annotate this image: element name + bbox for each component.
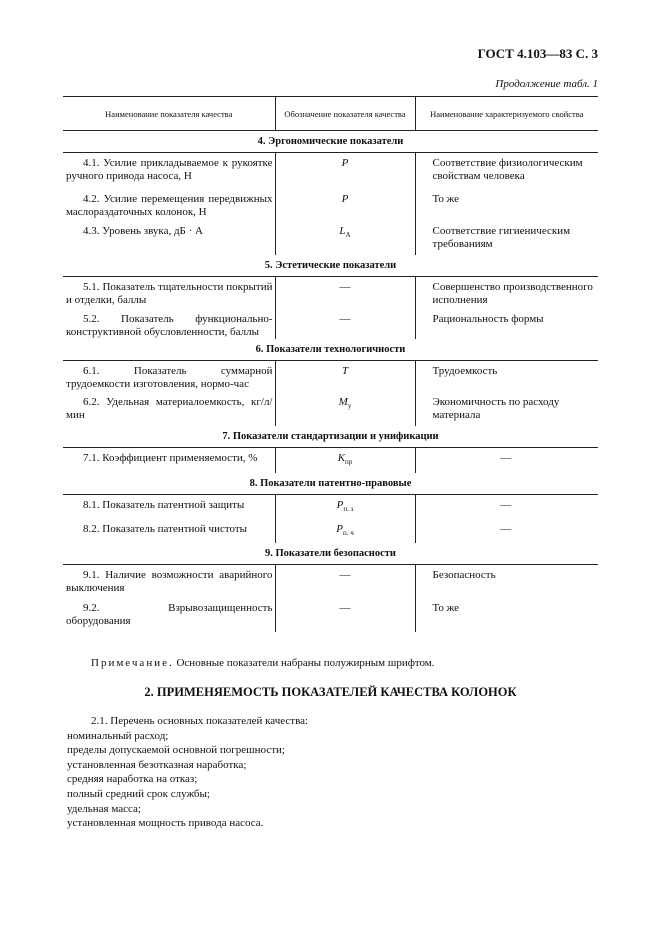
note-text: Основные показатели набраны полужирным ш…: [173, 657, 435, 669]
table-note: Примечание. Основные показатели набраны …: [91, 657, 435, 669]
list-intro: 2.1. Перечень основных показателей качес…: [91, 715, 309, 727]
indicator-symbol: LA: [274, 220, 416, 255]
indicator-symbol: Kпр: [274, 447, 416, 473]
characterized-property: —: [500, 499, 512, 511]
indicator-name: 8.2. Показатель патентной чистоты: [83, 522, 248, 535]
symbol-main: —: [339, 313, 351, 325]
section-header-row: 4. Эргономические показатели: [63, 130, 598, 153]
symbol-main: L: [339, 224, 346, 237]
symbol-main: M: [338, 395, 348, 408]
section-header-row: 8. Показатели патентно-правовые: [63, 473, 598, 495]
characterized-property: Экономичность по расходу материала: [432, 395, 560, 421]
table-row: 4.3. Уровень звука, дБ · А LA Соответствие…: [63, 220, 598, 255]
indicator-list: 2.1. Перечень основных показателей качес…: [67, 714, 309, 831]
section-2-title: 2. ПРИМЕНЯЕМОСТЬ ПОКАЗАТЕЛЕЙ КАЧЕСТВА КО…: [144, 685, 517, 699]
indicator-name: 5.1. Показатель тщательности покрытий и …: [66, 280, 273, 306]
column-header-property: Наименование характеризуемого свойства: [414, 96, 598, 131]
section-title: 6. Показатели технологичности: [63, 339, 598, 361]
characterized-property: Соответствие физиологическим свойствам ч…: [432, 157, 583, 182]
indicator-name: 4.3. Уровень звука, дБ · А: [83, 224, 203, 237]
section-title: 7. Показатели стандартизации и унификаци…: [63, 425, 598, 448]
table-body: 4. Эргономические показатели 4.1. Усилие …: [63, 130, 598, 632]
list-item: средняя наработка на отказ;: [67, 773, 198, 786]
indicator-symbol: —: [274, 276, 416, 309]
list-item: установленная мощность привода насоса.: [67, 817, 264, 830]
section-header-row: 6. Показатели технологичности: [63, 339, 598, 361]
table-row: 8.2. Показатель патентной чистоты Pп. ч —: [63, 518, 598, 543]
indicator-name: 7.1. Коэффициент применяемости, %: [83, 451, 258, 464]
table-row: 9.2. Взрывозащищенность оборудования — То …: [63, 598, 598, 632]
characterized-property: Совершенство производственного исполнени…: [432, 280, 593, 306]
table-row: 8.1. Показатель патентной защиты Pп. з —: [63, 494, 598, 519]
quality-indicators-table: Наименование показателя качества Обознач…: [63, 96, 598, 632]
indicator-name: 4.2. Усилие перемещения передвижных масл…: [66, 192, 273, 218]
indicator-symbol: P: [274, 152, 416, 189]
table-row: 7.1. Коэффициент применяемости, % Kпр —: [63, 447, 598, 473]
indicator-symbol: T: [274, 360, 416, 392]
indicator-name: 8.1. Показатель патентной защиты: [83, 499, 245, 511]
indicator-symbol: Mу: [274, 391, 416, 426]
column-header-symbol: Обозначение показателя качества: [274, 96, 415, 131]
table-row: 4.2. Усилие перемещения передвижных масл…: [63, 188, 598, 221]
table-row: 5.1. Показатель тщательности покрытий и …: [63, 276, 598, 309]
symbol-subscript: п. ч: [342, 528, 354, 537]
characterized-property: То же: [432, 192, 459, 205]
symbol-main: P: [336, 522, 343, 535]
section-title: 4. Эргономические показатели: [63, 130, 598, 153]
indicator-name: 5.2. Показатель функционально-конструкти…: [66, 313, 273, 338]
indicator-name: 9.1. Наличие возможности аварийного выкл…: [66, 568, 273, 594]
table-row: 5.2. Показатель функционально-конструкти…: [63, 309, 598, 339]
list-item: установленная безотказная наработка;: [67, 758, 247, 771]
section-title: 8. Показатели патентно-правовые: [63, 473, 598, 495]
characterized-property: —: [500, 522, 512, 535]
list-item: удельная масса;: [67, 802, 141, 815]
symbol-main: P: [341, 157, 349, 169]
indicator-symbol: Pп. ч: [274, 518, 416, 543]
section-title: 5. Эстетические показатели: [63, 254, 598, 277]
symbol-subscript: A: [345, 230, 351, 239]
table-continuation-label: Продолжение табл. 1: [495, 78, 598, 90]
page-header: ГОСТ 4.103—83 С. 3: [477, 46, 598, 61]
characterized-property: Соответствие гигиеническим требованиям: [432, 224, 571, 250]
list-item: полный средний срок службы;: [67, 787, 210, 800]
column-header-name: Наименование показателя качества: [63, 96, 275, 131]
characterized-property: Рациональность формы: [432, 313, 544, 325]
characterized-property: Безопасность: [432, 568, 496, 581]
symbol-main: —: [339, 568, 351, 581]
table-row: 4.1. Усилие прикладываемое к рукоятке ру…: [63, 152, 598, 189]
indicator-symbol: —: [274, 598, 416, 632]
section-header-row: 5. Эстетические показатели: [63, 254, 598, 277]
symbol-main: K: [337, 451, 346, 464]
symbol-main: T: [341, 365, 349, 377]
indicator-name: 6.1. Показатель суммарной трудоемкости и…: [66, 365, 273, 390]
note-label: Примечание.: [91, 657, 174, 669]
indicator-name: 9.2. Взрывозащищенность оборудования: [66, 602, 273, 627]
indicator-symbol: —: [274, 309, 416, 339]
indicator-symbol: —: [274, 564, 416, 598]
symbol-main: P: [341, 192, 349, 205]
indicator-name: 4.1. Усилие прикладываемое к рукоятке ру…: [66, 157, 273, 182]
indicator-symbol: Pп. з: [274, 494, 416, 519]
symbol-subscript: пр: [345, 457, 353, 466]
section-title: 9. Показатели безопасности: [63, 542, 598, 565]
symbol-main: —: [339, 280, 351, 293]
indicator-symbol: P: [274, 188, 416, 221]
symbol-subscript: у: [347, 401, 352, 410]
symbol-main: P: [336, 499, 344, 511]
section-header-row: 9. Показатели безопасности: [63, 542, 598, 565]
characterized-property: То же: [432, 602, 459, 614]
characterized-property: —: [500, 451, 512, 464]
list-item: пределы допускаемой основной погрешности…: [67, 744, 285, 757]
table-row: 6.1. Показатель суммарной трудоемкости и…: [63, 360, 598, 392]
symbol-main: —: [339, 602, 351, 614]
table-row: 6.2. Удельная материалоемкость, кг/л/мин…: [63, 391, 598, 426]
list-item: номинальный расход;: [67, 729, 169, 742]
indicator-name: 6.2. Удельная материалоемкость, кг/л/мин: [66, 395, 273, 421]
table-row: 9.1. Наличие возможности аварийного выкл…: [63, 564, 598, 598]
section-header-row: 7. Показатели стандартизации и унификаци…: [63, 425, 598, 448]
symbol-subscript: п. з: [343, 505, 354, 514]
characterized-property: Трудоемкость: [432, 365, 498, 377]
